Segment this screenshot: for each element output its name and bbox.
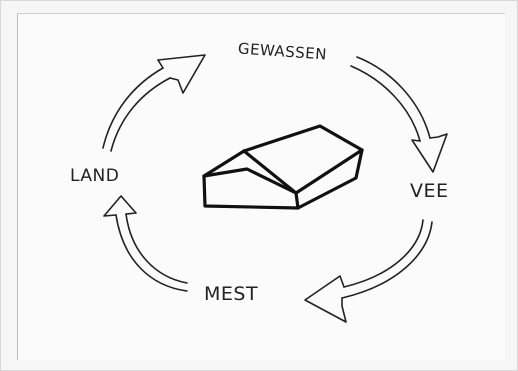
arrow-land-to-gewassen	[103, 55, 205, 151]
arrow-vee-to-mest	[305, 220, 432, 322]
node-label-vee: VEE	[410, 180, 449, 202]
arrow-gewassen-to-vee	[351, 57, 447, 172]
arrow-mest-to-land	[104, 196, 187, 291]
node-label-mest: MEST	[204, 283, 258, 305]
barn-building-icon	[204, 126, 362, 208]
node-label-gewassen: GEWASSEN	[237, 39, 327, 63]
node-label-land: LAND	[70, 166, 119, 186]
